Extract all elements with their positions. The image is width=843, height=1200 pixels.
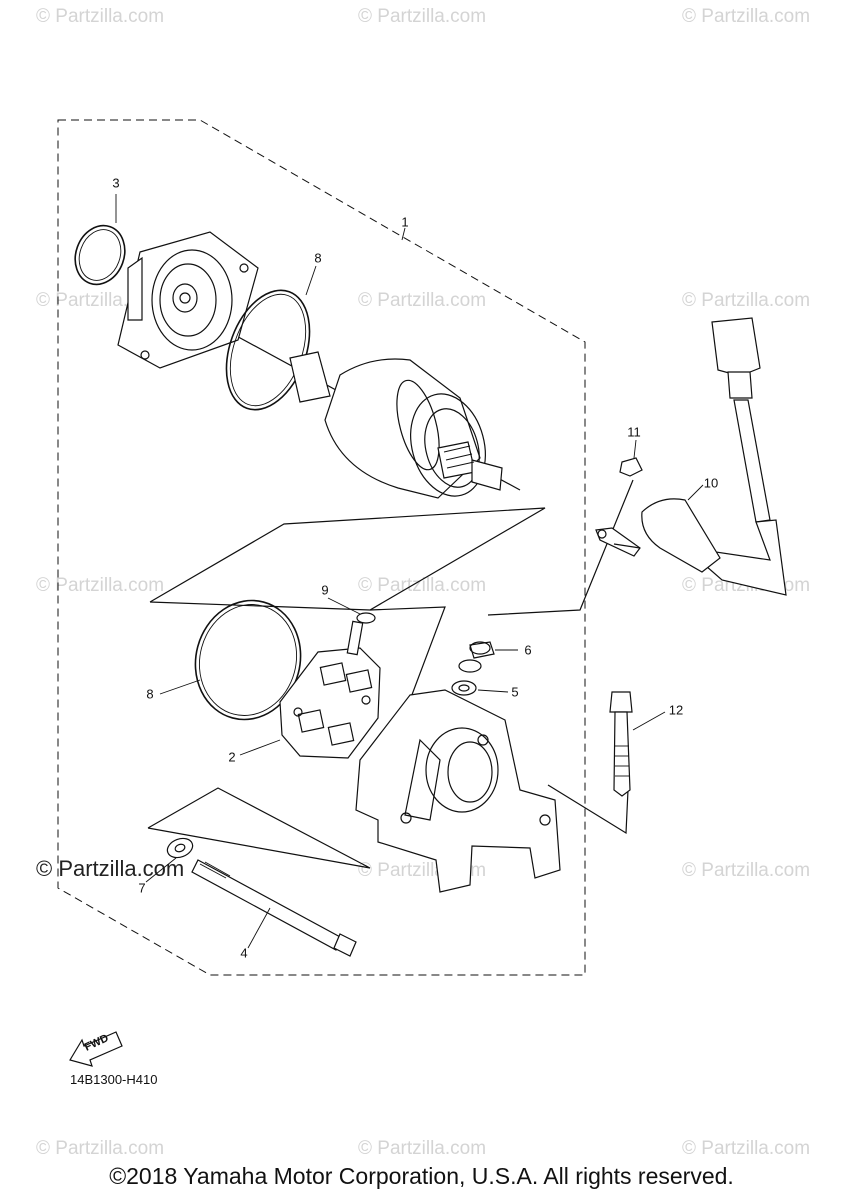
- watermark: © Partzilla.com: [682, 6, 811, 27]
- callout-6: 6: [524, 642, 532, 658]
- part-4-through-bolt: [191, 859, 357, 957]
- callout-10: 10: [703, 475, 719, 491]
- reference-code: 14B1300-H410: [70, 1072, 158, 1087]
- copyright-notice: ©2018 Yamaha Motor Corporation, U.S.A. A…: [109, 1163, 734, 1189]
- callout-12: 12: [668, 702, 684, 718]
- callout-8-lower: 8: [146, 686, 154, 702]
- assembly-boundary: [57, 119, 586, 976]
- callout-7: 7: [138, 880, 146, 896]
- watermark: © Partzilla.com: [358, 1138, 487, 1159]
- watermark: © Partzilla.com: [358, 290, 487, 311]
- watermark: © Partzilla.com: [36, 575, 165, 596]
- watermark: © Partzilla.com: [36, 6, 165, 27]
- part-9-washer: [356, 612, 376, 624]
- callout-11: 11: [627, 424, 641, 440]
- callout-9: 9: [321, 582, 329, 598]
- leader-lines: [115, 194, 704, 949]
- watermark: © Partzilla.com: [358, 575, 487, 596]
- part-3-o-ring: [74, 224, 126, 286]
- watermark-strong: © Partzilla.com: [36, 856, 185, 881]
- part-7-washer: [166, 837, 194, 859]
- callout-5: 5: [511, 684, 519, 700]
- watermark: © Partzilla.com: [682, 860, 811, 881]
- part-11-terminal-nut: [619, 457, 643, 477]
- callout-8-upper: 8: [314, 250, 322, 266]
- callout-1: 1: [401, 214, 409, 230]
- fwd-arrow-icon: [69, 1031, 123, 1067]
- part-12-mounting-bolt: [609, 691, 633, 797]
- part-10-starter-cable: [595, 317, 787, 596]
- watermark: © Partzilla.com: [682, 1138, 811, 1159]
- callout-4: 4: [240, 945, 248, 961]
- callout-2: 2: [228, 749, 236, 765]
- parts-5-6-washer-nut: [451, 641, 495, 696]
- part-8-lower-o-ring: [194, 599, 302, 721]
- part-2-brush-holder: [279, 620, 381, 759]
- callout-3: 3: [112, 175, 120, 191]
- front-cover: [117, 231, 259, 369]
- watermark: © Partzilla.com: [682, 290, 811, 311]
- watermark: © Partzilla.com: [358, 6, 487, 27]
- watermark: © Partzilla.com: [36, 1138, 165, 1159]
- part-1-starter-motor: [289, 351, 503, 499]
- rear-housing: [355, 689, 561, 893]
